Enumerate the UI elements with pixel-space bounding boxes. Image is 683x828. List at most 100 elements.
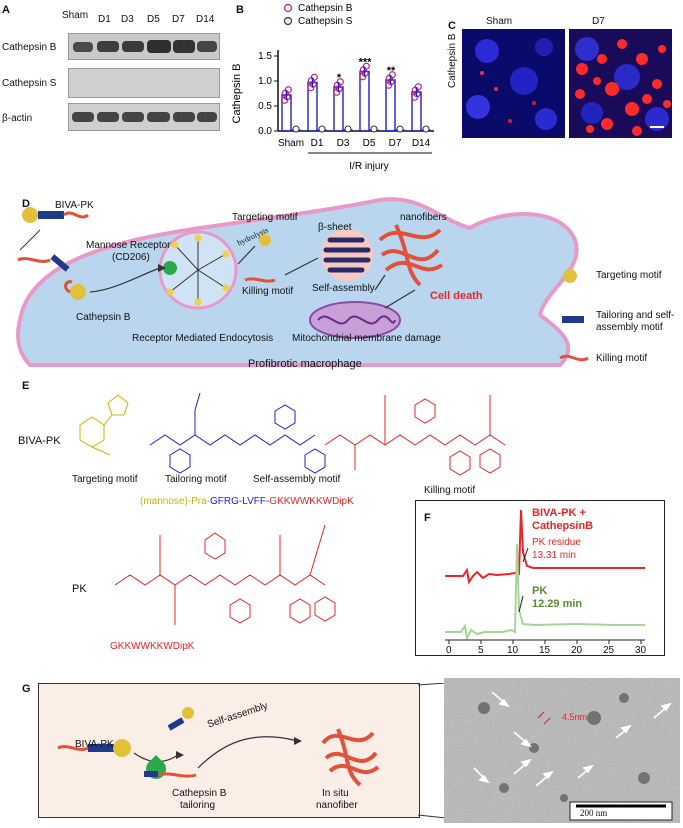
g-cathepsin-2: tailoring xyxy=(180,800,216,811)
x-tick-label: D5 xyxy=(363,138,376,149)
e-label-self-assembly: Self-assembly motif xyxy=(253,474,341,485)
point-cathepsin-s xyxy=(370,125,378,133)
lane-d3: D3 xyxy=(121,14,134,25)
panel-label-c: C xyxy=(448,20,456,32)
f-tick-5: 5 xyxy=(478,645,484,656)
g-cathepsin-1: Cathepsin B xyxy=(172,788,227,799)
point-cathepsin-s xyxy=(292,125,300,133)
point-cathepsin-b xyxy=(283,93,291,101)
f-tick-20: 20 xyxy=(571,645,583,656)
e-biva-label: BIVA-PK xyxy=(18,435,61,447)
f-tick-25: 25 xyxy=(603,645,615,656)
e-label-targeting: Targeting motif xyxy=(72,474,138,485)
legend-killing: Killing motif xyxy=(596,353,648,364)
legend-tailoring-1: Tailoring and self- xyxy=(596,310,675,321)
g-scheme xyxy=(57,683,447,819)
y-tick-label: 0.0 xyxy=(258,126,272,137)
f-pk-1: PK xyxy=(532,585,548,597)
d-cd206: (CD206) xyxy=(112,252,150,263)
row-label-cathepsin-b: Cathepsin B xyxy=(2,42,57,53)
pk-structure xyxy=(114,524,336,625)
biva-pk-structure xyxy=(79,392,506,476)
point-cathepsin-b xyxy=(414,83,422,91)
blot-beta-actin xyxy=(68,103,220,131)
blot-cathepsin-s xyxy=(68,68,220,98)
hplc-frame xyxy=(415,500,665,656)
g-measurement: 4.5nm xyxy=(562,712,588,722)
point-cathepsin-b xyxy=(362,62,370,70)
d-mito-damage: Mitochondrial membrane damage xyxy=(292,333,441,344)
panel-label-g: G xyxy=(22,683,31,695)
point-cathepsin-b xyxy=(284,86,292,94)
lane-d14: D14 xyxy=(196,14,215,25)
hplc-chromatogram xyxy=(445,509,645,644)
tem-image xyxy=(444,678,680,823)
d-endocytosis: Receptor Mediated Endocytosis xyxy=(132,333,274,344)
point-cathepsin-b xyxy=(413,90,421,98)
y-axis-label: Cathepsin B xyxy=(231,64,243,124)
point-cathepsin-b xyxy=(361,69,369,77)
point-cathepsin-b xyxy=(388,71,396,79)
panel-label-b: B xyxy=(236,4,244,16)
e-sequence: (mannose)-Pra-GFRG-LVFF-GKKWWKKWDipK xyxy=(140,496,354,507)
lane-d1: D1 xyxy=(98,14,111,25)
bar-cathepsin-b xyxy=(359,70,370,132)
point-cathepsin-b xyxy=(335,85,343,93)
fluorescence-images xyxy=(462,29,672,138)
panel-label-a: A xyxy=(2,4,10,16)
significance-marker: *** xyxy=(359,57,373,69)
g-in-situ: In situ xyxy=(322,788,349,799)
lane-sham: Sham xyxy=(62,10,89,21)
x-tick-label: D3 xyxy=(337,138,350,149)
panel-c-ylabel: Cathepsin B xyxy=(447,33,458,88)
e-pk-sequence: GKKWWKKWDipK xyxy=(110,641,195,652)
f-title-2: CathepsinB xyxy=(532,520,594,532)
d-cathepsin-b: Cathepsin B xyxy=(76,312,131,323)
d-nanofibers: nanofibers xyxy=(400,212,447,223)
y-tick-label: 1.0 xyxy=(258,76,272,87)
legend-label-cathepsin-s: Cathepsin S xyxy=(298,16,353,27)
e-pk-label: PK xyxy=(72,583,87,595)
g-biva-label: BIVA-PK xyxy=(75,739,114,750)
panel-c-title-sham: Sham xyxy=(486,16,513,27)
point-cathepsin-s xyxy=(344,125,352,133)
d-beta-sheet: β-sheet xyxy=(318,222,352,233)
y-tick-label: 0.5 xyxy=(258,101,272,112)
d-mannose-receptor: Mannose Receptor xyxy=(86,240,171,251)
f-tick-15: 15 xyxy=(539,645,551,656)
g-nanofiber: nanofiber xyxy=(316,800,358,811)
point-cathepsin-b xyxy=(336,78,344,86)
x-tick-label: D1 xyxy=(311,138,324,149)
d-killing-motif: Killing motif xyxy=(242,286,294,297)
f-tick-0: 0 xyxy=(446,645,452,656)
f-residue-1: PK residue xyxy=(532,537,581,548)
e-label-tailoring: Tailoring motif xyxy=(165,474,227,485)
point-cathepsin-b xyxy=(310,73,318,81)
x-tick-label: Sham xyxy=(278,138,304,149)
legend-tailoring-2: assembly motif xyxy=(596,322,663,333)
d-macrophage: Profibrotic macrophage xyxy=(248,358,362,370)
d-self-assembly: Self-assembly xyxy=(312,283,375,294)
f-residue-2: 13.31 min xyxy=(532,550,576,561)
y-tick-label: 1.5 xyxy=(258,51,272,62)
legend-targeting: Targeting motif xyxy=(596,270,662,281)
d-targeting-motif: Targeting motif xyxy=(232,212,298,223)
f-title-1: BIVA-PK + xyxy=(532,507,586,519)
bar-cathepsin-b xyxy=(411,91,422,132)
panel-label-f: F xyxy=(424,512,431,524)
point-cathepsin-b xyxy=(309,80,317,88)
significance-marker: * xyxy=(337,72,342,84)
group-label: I/R injury xyxy=(349,161,388,172)
point-cathepsin-s xyxy=(396,125,404,133)
d-biva-label: BIVA-PK xyxy=(55,200,94,211)
bar-cathepsin-b xyxy=(333,86,344,132)
legend-marker-cathepsin-s xyxy=(283,16,293,26)
row-label-beta-actin: β-actin xyxy=(2,113,33,124)
lane-d5: D5 xyxy=(147,14,160,25)
row-label-cathepsin-s: Cathepsin S xyxy=(2,78,57,89)
f-pk-2: 12.29 min xyxy=(532,598,583,610)
blot-cathepsin-b xyxy=(68,33,220,60)
g-scale-bar-label: 200 nm xyxy=(580,808,608,818)
significance-marker: ** xyxy=(387,65,396,77)
